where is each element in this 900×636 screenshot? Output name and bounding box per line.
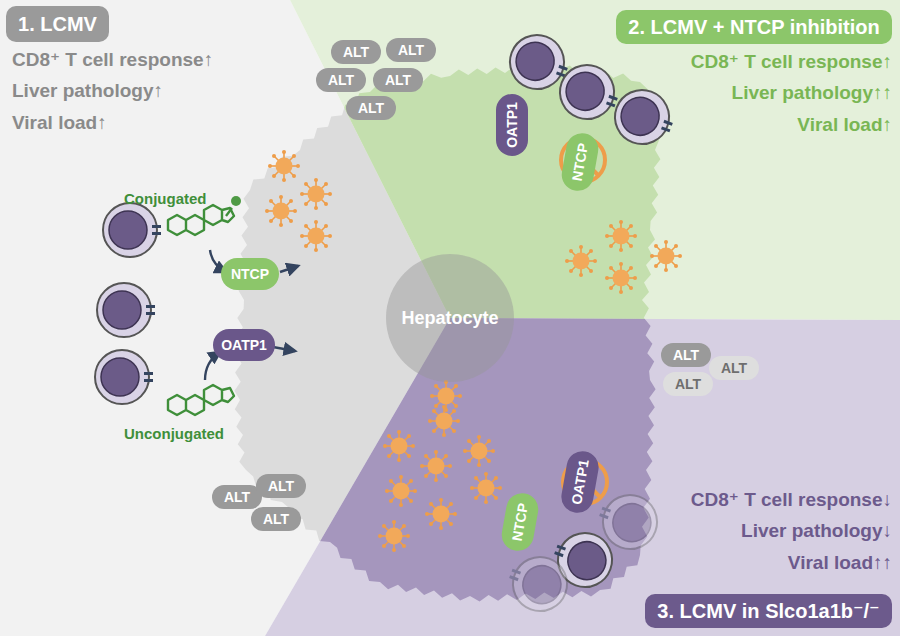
- outcome-text: Liver pathology↑↑: [732, 82, 892, 104]
- node-text: ALT: [675, 376, 701, 392]
- alt-marker: ALT: [386, 38, 436, 62]
- node-text: ALT: [268, 478, 294, 494]
- node-text: ALT: [385, 72, 411, 88]
- node-text: OATP1: [221, 337, 267, 353]
- hepatocyte-label: Hepatocyte: [386, 254, 514, 382]
- t-cell-group: [95, 27, 680, 618]
- alt-marker: ALT: [251, 507, 301, 531]
- node-text: ALT: [343, 44, 369, 60]
- panel-heading: 1. LCMV: [6, 6, 109, 42]
- hepatocyte-body: [234, 65, 660, 602]
- virus-group: [265, 150, 682, 552]
- outcome-text: Viral load↑: [797, 114, 892, 136]
- panel-heading: 2. LCMV + NTCP inhibition: [616, 10, 892, 44]
- transporter: OATP1: [496, 94, 528, 156]
- node-text: NTCP: [231, 266, 269, 282]
- outcome-text: Liver pathology↓: [741, 520, 892, 542]
- molecule-label: Unconjugated: [124, 425, 224, 442]
- transporter: OATP1: [213, 329, 275, 361]
- node-text: ALT: [328, 72, 354, 88]
- outcome-text: Viral load↑↑: [788, 552, 892, 574]
- panel-heading: 3. LCMV in Slco1a1b⁻/⁻: [645, 594, 892, 628]
- node-text: ALT: [358, 100, 384, 116]
- bile-acid-molecules: [168, 196, 298, 415]
- node-text: ALT: [263, 511, 289, 527]
- alt-marker: ALT: [663, 372, 713, 396]
- alt-marker: ALT: [256, 474, 306, 498]
- transporter: NTCP: [221, 258, 279, 290]
- node-text: OATP1: [568, 458, 592, 506]
- outcome-text: Viral load↑: [12, 112, 107, 134]
- node-text: NTCP: [509, 502, 531, 542]
- molecule-label: Conjugated: [124, 190, 207, 207]
- node-text: 2. LCMV + NTCP inhibition: [628, 16, 879, 39]
- node-text: NTCP: [569, 142, 591, 182]
- outcome-text: CD8⁺ T cell response↓: [691, 488, 892, 511]
- alt-marker: ALT: [212, 485, 262, 509]
- node-text: ALT: [673, 347, 699, 363]
- outcome-text: Liver pathology↑: [12, 80, 163, 102]
- alt-marker: ALT: [709, 356, 759, 380]
- node-text: ALT: [398, 42, 424, 58]
- alt-marker: ALT: [316, 68, 366, 92]
- node-text: ALT: [224, 489, 250, 505]
- alt-marker: ALT: [346, 96, 396, 120]
- outcome-text: CD8⁺ T cell response↑: [691, 50, 892, 73]
- alt-marker: ALT: [331, 40, 381, 64]
- outcome-text: CD8⁺ T cell response↑: [12, 48, 213, 71]
- node-text: ALT: [721, 360, 747, 376]
- inhibition-symbol: [561, 138, 607, 504]
- alt-marker: ALT: [661, 343, 711, 367]
- node-text: 3. LCMV in Slco1a1b⁻/⁻: [657, 599, 879, 623]
- alt-marker: ALT: [373, 68, 423, 92]
- node-text: Hepatocyte: [401, 308, 498, 329]
- node-text: OATP1: [504, 102, 520, 148]
- node-text: 1. LCMV: [18, 13, 97, 36]
- hepatocyte-body: [234, 65, 660, 602]
- hepatocyte-body: [234, 65, 660, 602]
